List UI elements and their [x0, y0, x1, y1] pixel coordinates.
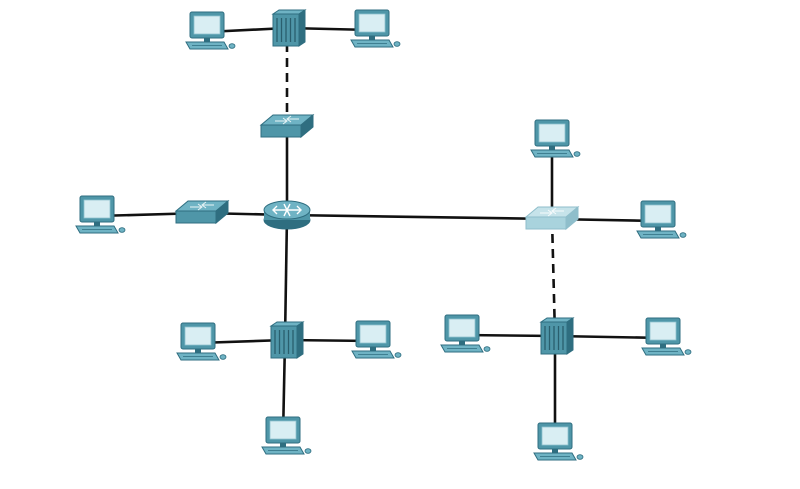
switch-top-switch-icon	[259, 113, 315, 139]
pc8-pc-icon	[261, 416, 312, 455]
router-router-icon	[263, 200, 311, 230]
hub-top-hub-icon	[271, 9, 307, 47]
devices-layer	[75, 9, 692, 461]
pc1-pc-icon	[185, 11, 236, 50]
link-switch-right-hub-bottom-right-dashed	[550, 218, 557, 337]
switch-left-switch-icon	[174, 199, 230, 225]
hub-bottom-left-hub-icon	[269, 321, 305, 359]
pc2-pc-icon	[350, 9, 401, 48]
link-router-switch-right	[286, 213, 553, 221]
pc11-pc-icon	[533, 422, 584, 461]
pc10-pc-icon	[641, 317, 692, 356]
links-layer	[96, 26, 664, 443]
pc9-pc-icon	[440, 314, 491, 353]
link-router-hub-bottom-left	[283, 214, 289, 341]
switch-right-switch-icon	[524, 205, 580, 231]
hub-bottom-right-hub-icon	[539, 317, 575, 355]
pc6-pc-icon	[176, 322, 227, 361]
pc5-pc-icon	[636, 200, 687, 239]
pc7-pc-icon	[351, 320, 402, 359]
pc3-pc-icon	[75, 195, 126, 234]
pc4-pc-icon	[530, 119, 581, 158]
